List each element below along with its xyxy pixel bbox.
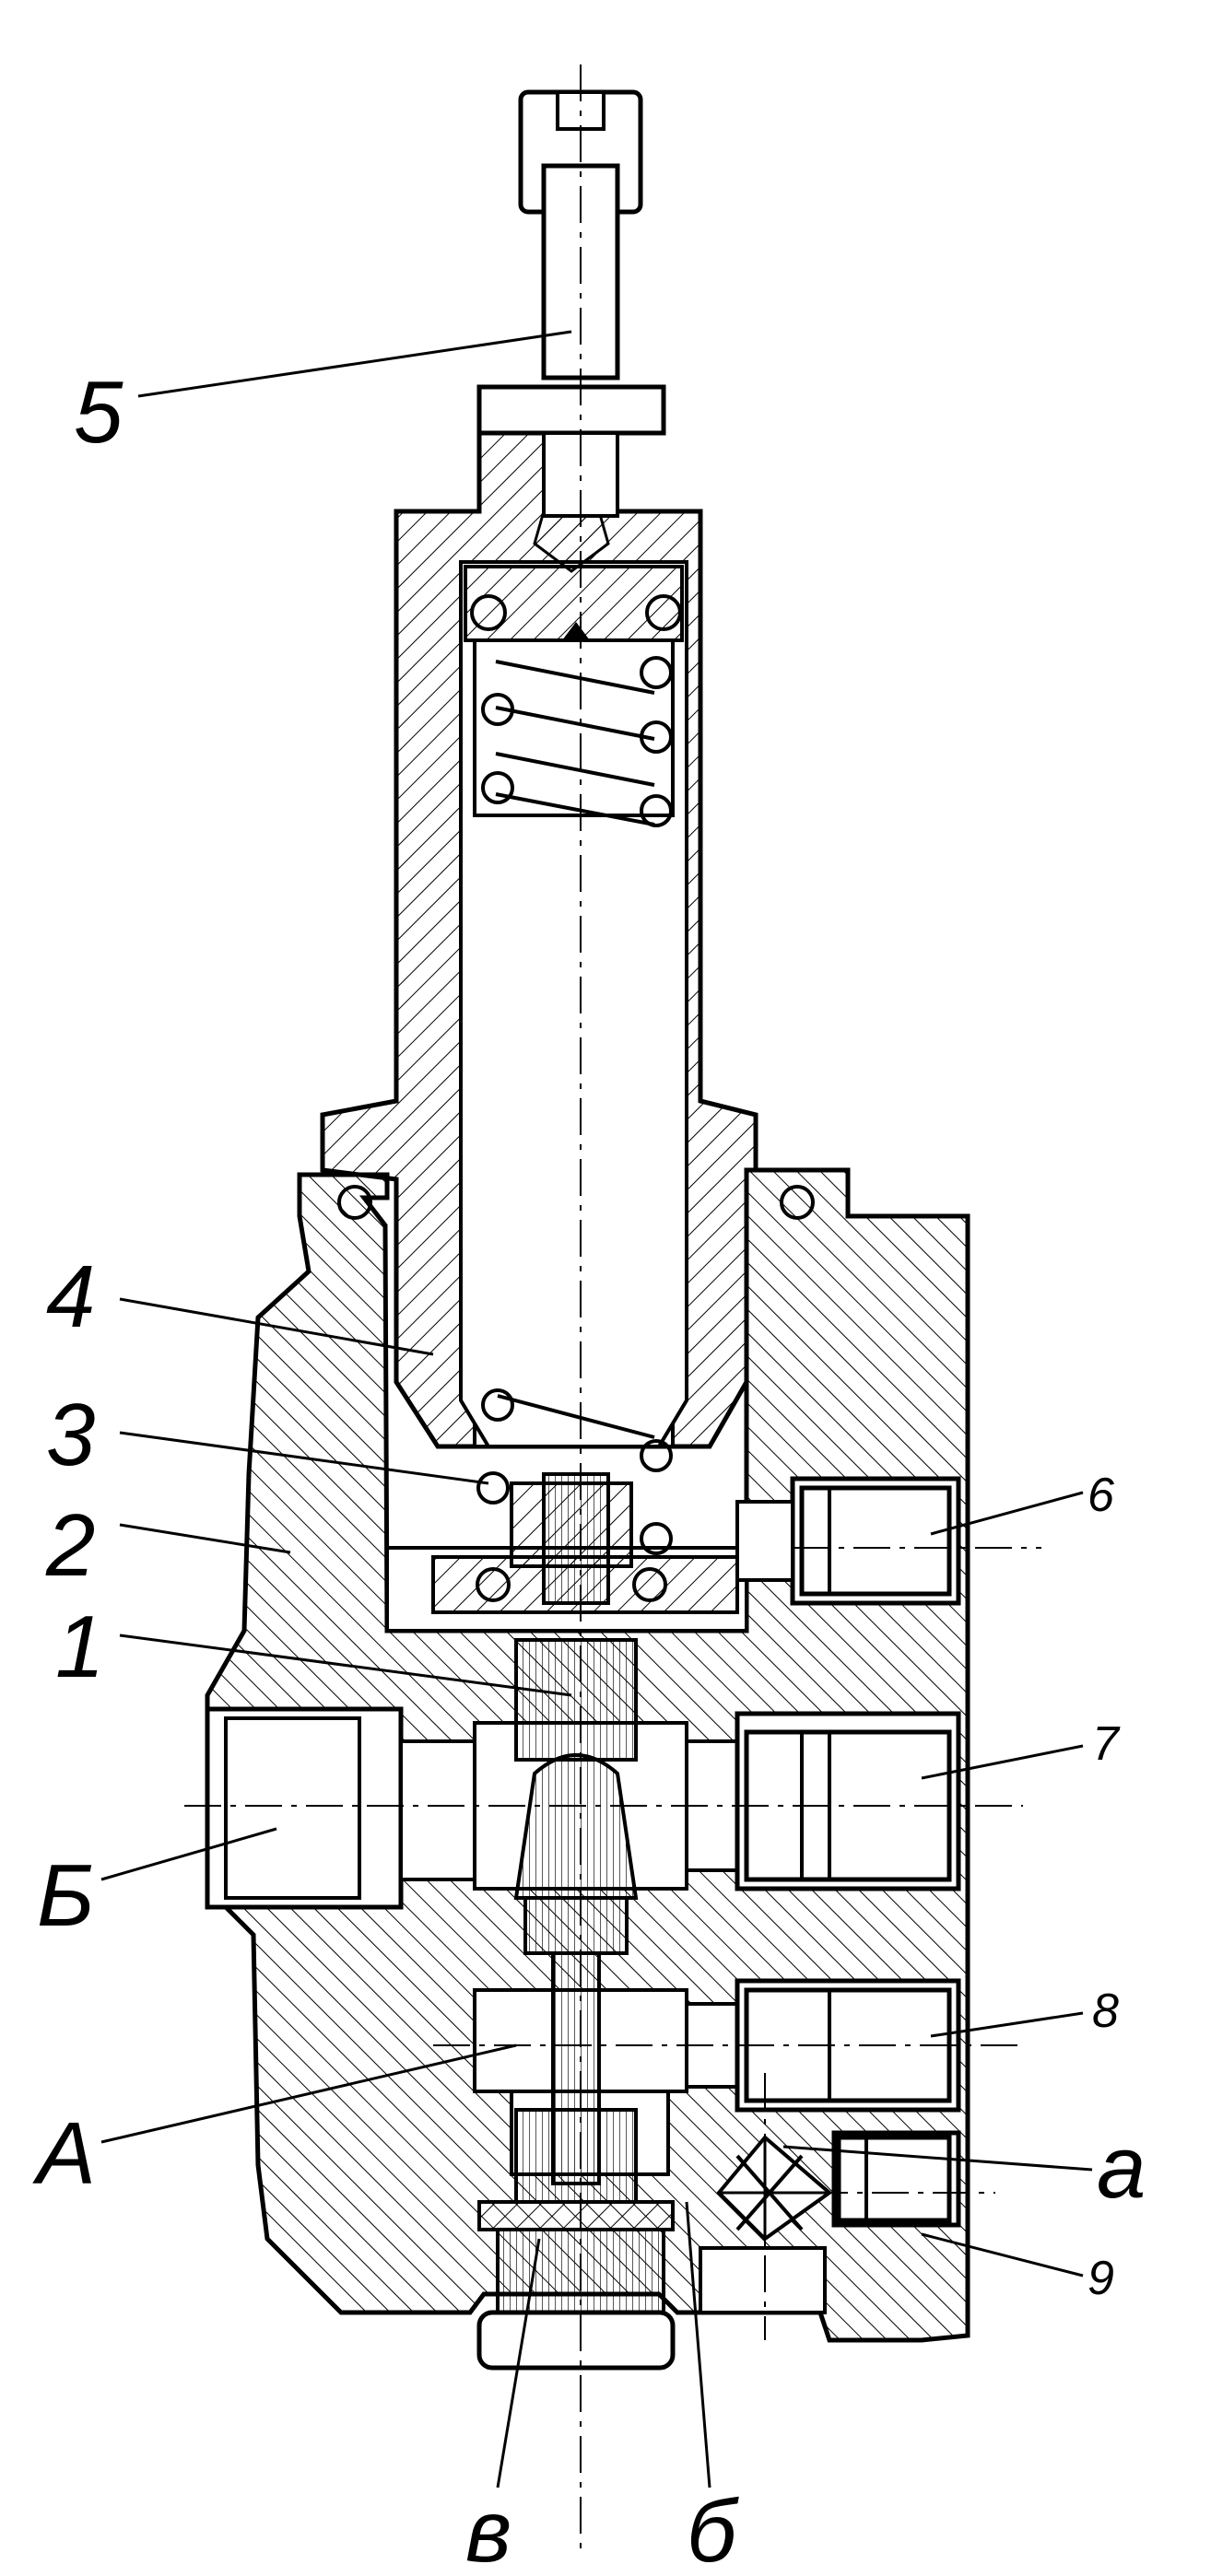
label-7: 7 (1092, 1717, 1121, 1771)
part-labels: 5 4 3 2 1 Б A 6 7 8 a 9 в б (32, 363, 1146, 2576)
leader-2 (119, 1523, 291, 1554)
leader-B (100, 1827, 277, 1881)
label-B: Б (37, 1846, 94, 1945)
label-9: 9 (1088, 2252, 1114, 2305)
leader-1 (119, 1633, 572, 1697)
leader-A (100, 2043, 517, 2144)
label-6: 6 (1088, 1469, 1114, 1522)
leader-b (685, 2201, 711, 2488)
label-b: б (687, 2482, 739, 2576)
leader-5 (137, 330, 572, 398)
label-5: 5 (74, 363, 123, 462)
label-1: 1 (55, 1598, 104, 1696)
leader-3 (119, 1431, 489, 1485)
leader-7 (921, 1744, 1084, 1780)
label-4: 4 (46, 1247, 95, 1346)
label-8: 8 (1092, 1985, 1119, 2038)
label-3: 3 (46, 1386, 95, 1484)
leader-8 (930, 2011, 1084, 2038)
label-A: A (32, 2104, 96, 2203)
leader-4 (119, 1297, 434, 1356)
piston-and-sleeve (431, 1472, 739, 2371)
center-lines (184, 64, 1041, 2552)
label-2: 2 (45, 1496, 95, 1595)
leader-a (782, 2145, 1093, 2172)
label-v: в (465, 2482, 511, 2576)
leader-9 (921, 2232, 1084, 2277)
leader-lines (100, 330, 1093, 2488)
label-a: a (1097, 2118, 1146, 2217)
leader-v (496, 2238, 541, 2488)
leader-6 (930, 1491, 1084, 1536)
